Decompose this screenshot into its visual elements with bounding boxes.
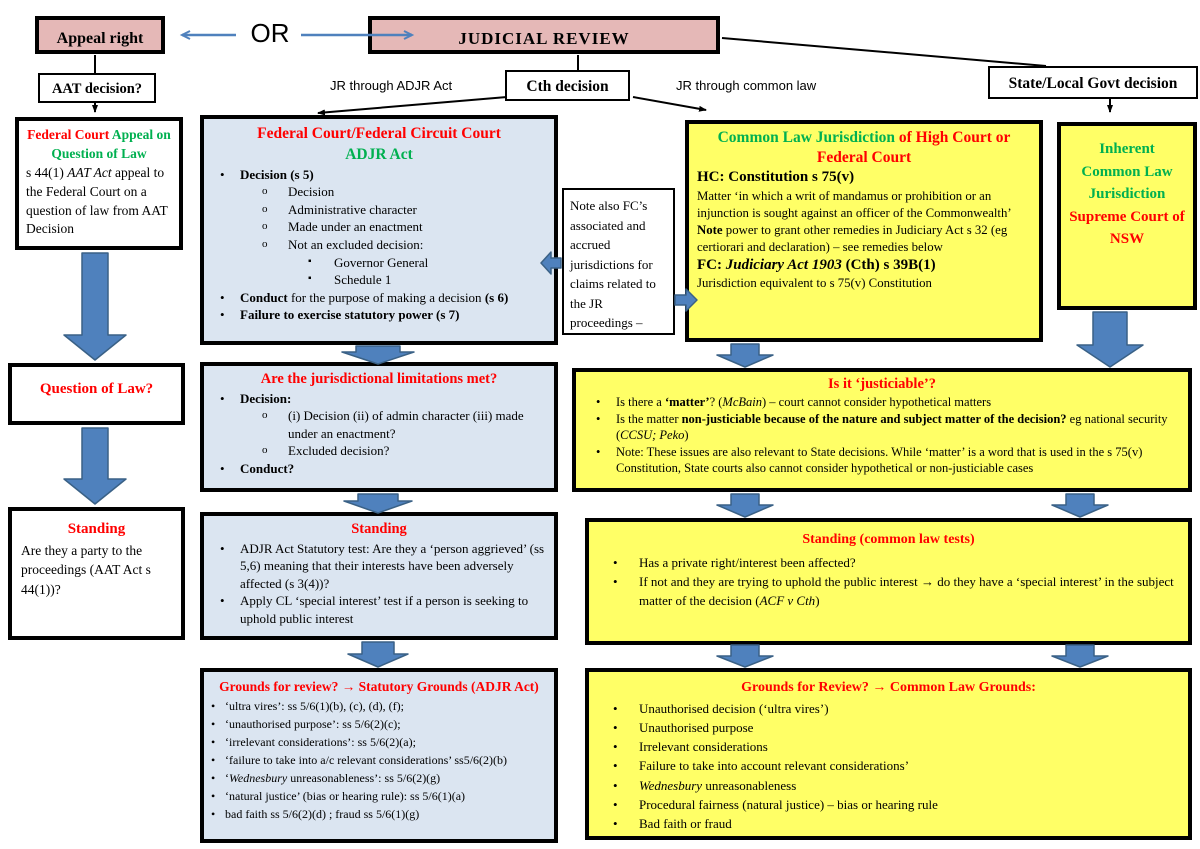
down-arrow-inherent-to-justiciable	[1076, 311, 1144, 368]
adjr-jurisdiction-box: Federal Court/Federal Circuit Court ADJR…	[200, 115, 558, 345]
standing-common-law-list: Has a private right/interest been affect…	[599, 554, 1178, 611]
common-law-grounds-list: Unauthorised decision (‘ultra vires’)Una…	[599, 699, 1178, 834]
common-law-jurisdiction-title: Common Law Jurisdiction of High Court or…	[717, 129, 1011, 167]
question-of-law-title: Question of Law?	[39, 381, 154, 397]
federal-court-appeal-box: Federal Court Appeal on Question of Law …	[15, 117, 183, 250]
cth-decision-box: Cth decision	[505, 70, 630, 101]
aat-decision-box: AAT decision?	[38, 73, 156, 103]
fc-accrued-jurisdiction-note: Note also FC’s associated and accrued ju…	[562, 188, 675, 335]
connector-cth-to-adjr	[317, 96, 508, 116]
down-arrow-standing-to-grounds	[347, 641, 409, 668]
down-arrow-standing-to-grounds-right	[1051, 644, 1109, 668]
standing-adjr-list: ADJR Act Statutory test: Are they a ‘per…	[210, 540, 548, 628]
down-arrow-question-to-standing	[63, 427, 127, 505]
statutory-grounds-box: Grounds for review? → Statutory Grounds …	[200, 668, 558, 843]
standing-common-law-box: Standing (common law tests) Has a privat…	[585, 518, 1192, 645]
justiciable-box: Is it ‘justiciable’? Is there a ‘matter’…	[572, 368, 1192, 492]
standing-common-law-title: Standing (common law tests)	[802, 532, 975, 547]
justiciable-title: Is it ‘justiciable’?	[828, 376, 936, 392]
down-arrow-standing-to-grounds-left	[716, 644, 774, 668]
jurisdictional-limitations-list: Decision:(i) Decision (ii) of admin char…	[210, 390, 548, 478]
connector-jr-to-statelocal	[721, 37, 1047, 67]
inherent-jurisdiction-nsw-box: Inherent Common Law Jurisdiction Supreme…	[1057, 122, 1197, 310]
standing-aat-body: Are they a party to the proceedings (AAT…	[21, 542, 151, 597]
federal-court-appeal-body: s 44(1) AAT Act appeal to the Federal Co…	[26, 164, 168, 237]
judicial-review-box: JUDICIAL REVIEW	[368, 16, 720, 54]
or-label: OR	[250, 18, 290, 48]
appeal-right-box: Appeal right	[35, 16, 165, 54]
federal-court-appeal-title: Federal Court Appeal on Question of Law	[27, 127, 171, 161]
down-arrow-fcappeal-to-question	[63, 252, 127, 361]
state-local-decision-box: State/Local Govt decision	[988, 66, 1198, 99]
statutory-grounds-title: Grounds for review? → Statutory Grounds …	[219, 679, 539, 694]
jurisdictional-limitations-box: Are the jurisdictional limitations met? …	[200, 362, 558, 492]
down-arrow-limits-to-standing	[343, 493, 413, 514]
connector-cth-to-commonlaw	[632, 96, 707, 112]
standing-aat-box: Standing Are they a party to the proceed…	[8, 507, 185, 640]
jurisdictional-limitations-title: Are the jurisdictional limitations met?	[260, 371, 498, 387]
statutory-grounds-list: ‘ultra vires’: ss 5/6(1)(b), (c), (d), (…	[210, 697, 548, 823]
down-arrow-justiciable-to-standing-left	[716, 493, 774, 518]
adjr-title-line1: Federal Court/Federal Circuit Court	[257, 125, 501, 142]
jr-through-adjr-label: JR through ADJR Act	[330, 78, 453, 93]
standing-adjr-title: Standing	[351, 521, 407, 537]
jr-through-common-label: JR through common law	[676, 78, 817, 93]
justiciable-list: Is there a ‘matter’? (McBain) – court ca…	[586, 394, 1178, 477]
common-law-jurisdiction-body: HC: Constitution s 75(v)Matter ‘in which…	[697, 169, 1012, 291]
question-of-law-box: Question of Law?	[8, 363, 185, 425]
common-law-grounds-title: Grounds for Review? → Common Law Grounds…	[741, 680, 1036, 695]
standing-adjr-box: Standing ADJR Act Statutory test: Are th…	[200, 512, 558, 640]
standing-aat-title: Standing	[67, 521, 126, 537]
adjr-title-line2: ADJR Act	[345, 145, 413, 163]
common-law-jurisdiction-box: Common Law Jurisdiction of High Court or…	[685, 120, 1043, 342]
down-arrow-justiciable-to-standing-right	[1051, 493, 1109, 518]
adjr-criteria-list: Decision (s 5)DecisionAdministrative cha…	[210, 166, 548, 324]
common-law-grounds-box: Grounds for Review? → Common Law Grounds…	[585, 668, 1192, 840]
down-arrow-cl-to-justiciable	[716, 343, 774, 368]
